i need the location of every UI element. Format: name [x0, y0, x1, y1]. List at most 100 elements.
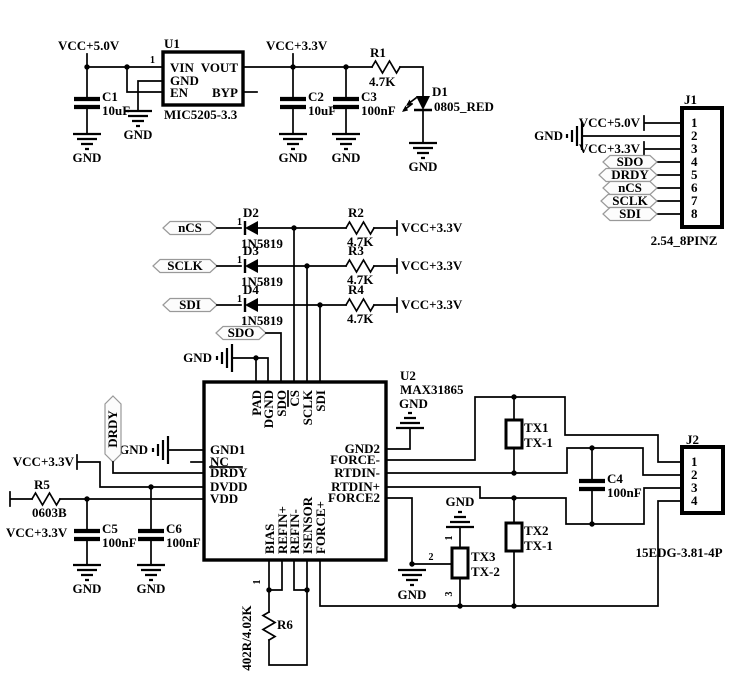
j1-pin-number: 1: [691, 115, 698, 130]
c2-ref: C2: [308, 89, 324, 104]
sclk-label: SCLK: [167, 258, 203, 273]
capacitor-symbol: [138, 528, 164, 542]
gnd-label: GND: [183, 350, 212, 365]
u2-pin-sdo: SDO: [274, 390, 289, 417]
force2-wire: [385, 497, 453, 565]
capacitor-c4: C4 100nF: [579, 447, 642, 525]
spi-vertical-wires: [293, 227, 321, 383]
connector-j1: J1 1 2 3 4 5 6 7 8 2.54_8PINZ VCC+5.0V G…: [534, 92, 724, 248]
u2-pin-dvdd: DVDD: [210, 479, 248, 494]
gnd-symbol: [151, 434, 170, 466]
r1-ref: R1: [370, 45, 386, 60]
u1-body: [161, 50, 245, 107]
j1-gnd-label: GND: [534, 128, 563, 143]
gnd-label: GND: [399, 396, 428, 411]
u2-body: [202, 380, 388, 562]
j1-sdi-label: SDI: [619, 206, 641, 221]
j1-pin-number: 7: [691, 193, 698, 208]
resistor-r4: R4 4.7K: [344, 282, 376, 326]
net-label-sclk: [600, 193, 658, 209]
c5-ref: C5: [102, 521, 118, 536]
led-triangle: [416, 96, 430, 110]
u1-pin-vout: VOUT: [201, 60, 239, 75]
resistor-symbol: [344, 258, 376, 274]
rtdin-minus-wire: [385, 447, 683, 476]
gnd-label: GND: [73, 581, 102, 596]
j1-pin-number: 3: [691, 141, 698, 156]
u2-pin-rtdin-plus: RTDIN+: [331, 479, 380, 494]
j2-part: 15EDG-3.81-4P: [635, 545, 722, 560]
u2-pin-force-plus: FORCE+: [313, 501, 328, 554]
d2-value: 1N5819: [241, 236, 283, 251]
u1-pin-en: EN: [170, 85, 189, 100]
u2-pin-drdy: DRDY: [210, 465, 248, 480]
r6-value: 402R/4.02K: [239, 604, 254, 670]
gnd-symbol: [277, 132, 309, 151]
resistor-r3: R3 4.7K: [344, 243, 376, 287]
c2-value: 10uF: [308, 103, 336, 118]
u1-pin-vin: VIN: [170, 60, 194, 75]
u1-pin1-number: 1: [150, 55, 155, 66]
gnd-symbol: [394, 411, 426, 430]
d3-value: 1N5819: [241, 274, 283, 289]
gnd-symbol: [71, 132, 103, 151]
j1-pin-number: 4: [691, 154, 698, 169]
u2-pin-pad: PAD: [249, 390, 264, 416]
tx3-pin1-number: 1: [444, 536, 455, 541]
junction-dot: [457, 603, 463, 609]
d1-ref: D1: [432, 84, 448, 99]
resistor-symbol: [30, 491, 62, 507]
net-label-drdy: [598, 167, 658, 183]
vcc33-flag-label: VCC+3.3V: [13, 454, 75, 469]
c1-ref: C1: [102, 89, 118, 104]
j2-ref: J2: [686, 432, 699, 447]
r6-ref: R6: [277, 617, 293, 632]
sdi-row-wires: [216, 297, 398, 313]
d2-pin1: 1: [237, 217, 242, 228]
c4-ref: C4: [607, 471, 623, 486]
junction-dot: [589, 521, 595, 527]
gnd-symbol: [135, 563, 167, 582]
u2-left-wiring: GND DRDY VCC+3.3V R5 0603B VCC+3.3V C5 1…: [6, 395, 205, 596]
j1-pin-number: 5: [691, 167, 698, 182]
tx2-ref: TX2: [524, 523, 549, 538]
led-d1: D1 0805_RED GND: [402, 84, 494, 174]
j2-pin-number: 4: [691, 493, 698, 508]
resistor-r5: R5 0603B VCC+3.3V: [6, 477, 68, 540]
diode-triangle: [245, 259, 258, 273]
r5-ref: R5: [34, 477, 50, 492]
tx1-body: [504, 418, 524, 450]
r2-value: 4.7K: [347, 234, 374, 249]
pad-gnd-wires: [231, 357, 269, 383]
u2-pin-vdd: VDD: [210, 491, 238, 506]
arrow-head-icon: [402, 105, 408, 112]
d2-ref: D2: [243, 205, 259, 220]
tx1-ref: TX1: [524, 420, 549, 435]
j1-body: [680, 106, 724, 229]
vcc33-flag-label: VCC+3.3V: [401, 220, 463, 235]
u2-pin-sclk: SCLK: [300, 389, 315, 425]
dvdd-wire: [76, 454, 205, 488]
capacitor-c5: C5 100nF GND: [71, 498, 137, 596]
d4-value: 1N5819: [241, 313, 283, 328]
u2-pin-refin-minus: REFIN-: [287, 509, 302, 554]
junction-dot: [409, 561, 415, 567]
resistor-symbol: [261, 610, 277, 642]
resistor-symbol: [370, 59, 402, 75]
u1-pin-gnd: GND: [170, 73, 199, 88]
tx3-type: TX-2: [471, 564, 500, 579]
d4-ref: D4: [243, 282, 259, 297]
u2-pin-sdi: SDI: [313, 390, 328, 412]
j1-pin-number: 2: [691, 128, 698, 143]
u2-pin-nc: NC: [210, 454, 229, 469]
ic-u2: U2 MAX31865 PAD DGND SDO CS SCLK SDI GND…: [202, 368, 464, 562]
u2-pin-gnd1: GND1: [210, 442, 245, 457]
gnd-label: GND: [409, 159, 438, 174]
tx2-body: [504, 521, 524, 553]
force-minus-wire: [385, 396, 683, 463]
capacitor-c1: C1 10uF GND: [71, 66, 130, 165]
j1-vcc33-label: VCC+3.3V: [579, 141, 641, 156]
capacitor-symbol: [579, 478, 605, 492]
j1-part: 2.54_8PINZ: [651, 233, 718, 248]
